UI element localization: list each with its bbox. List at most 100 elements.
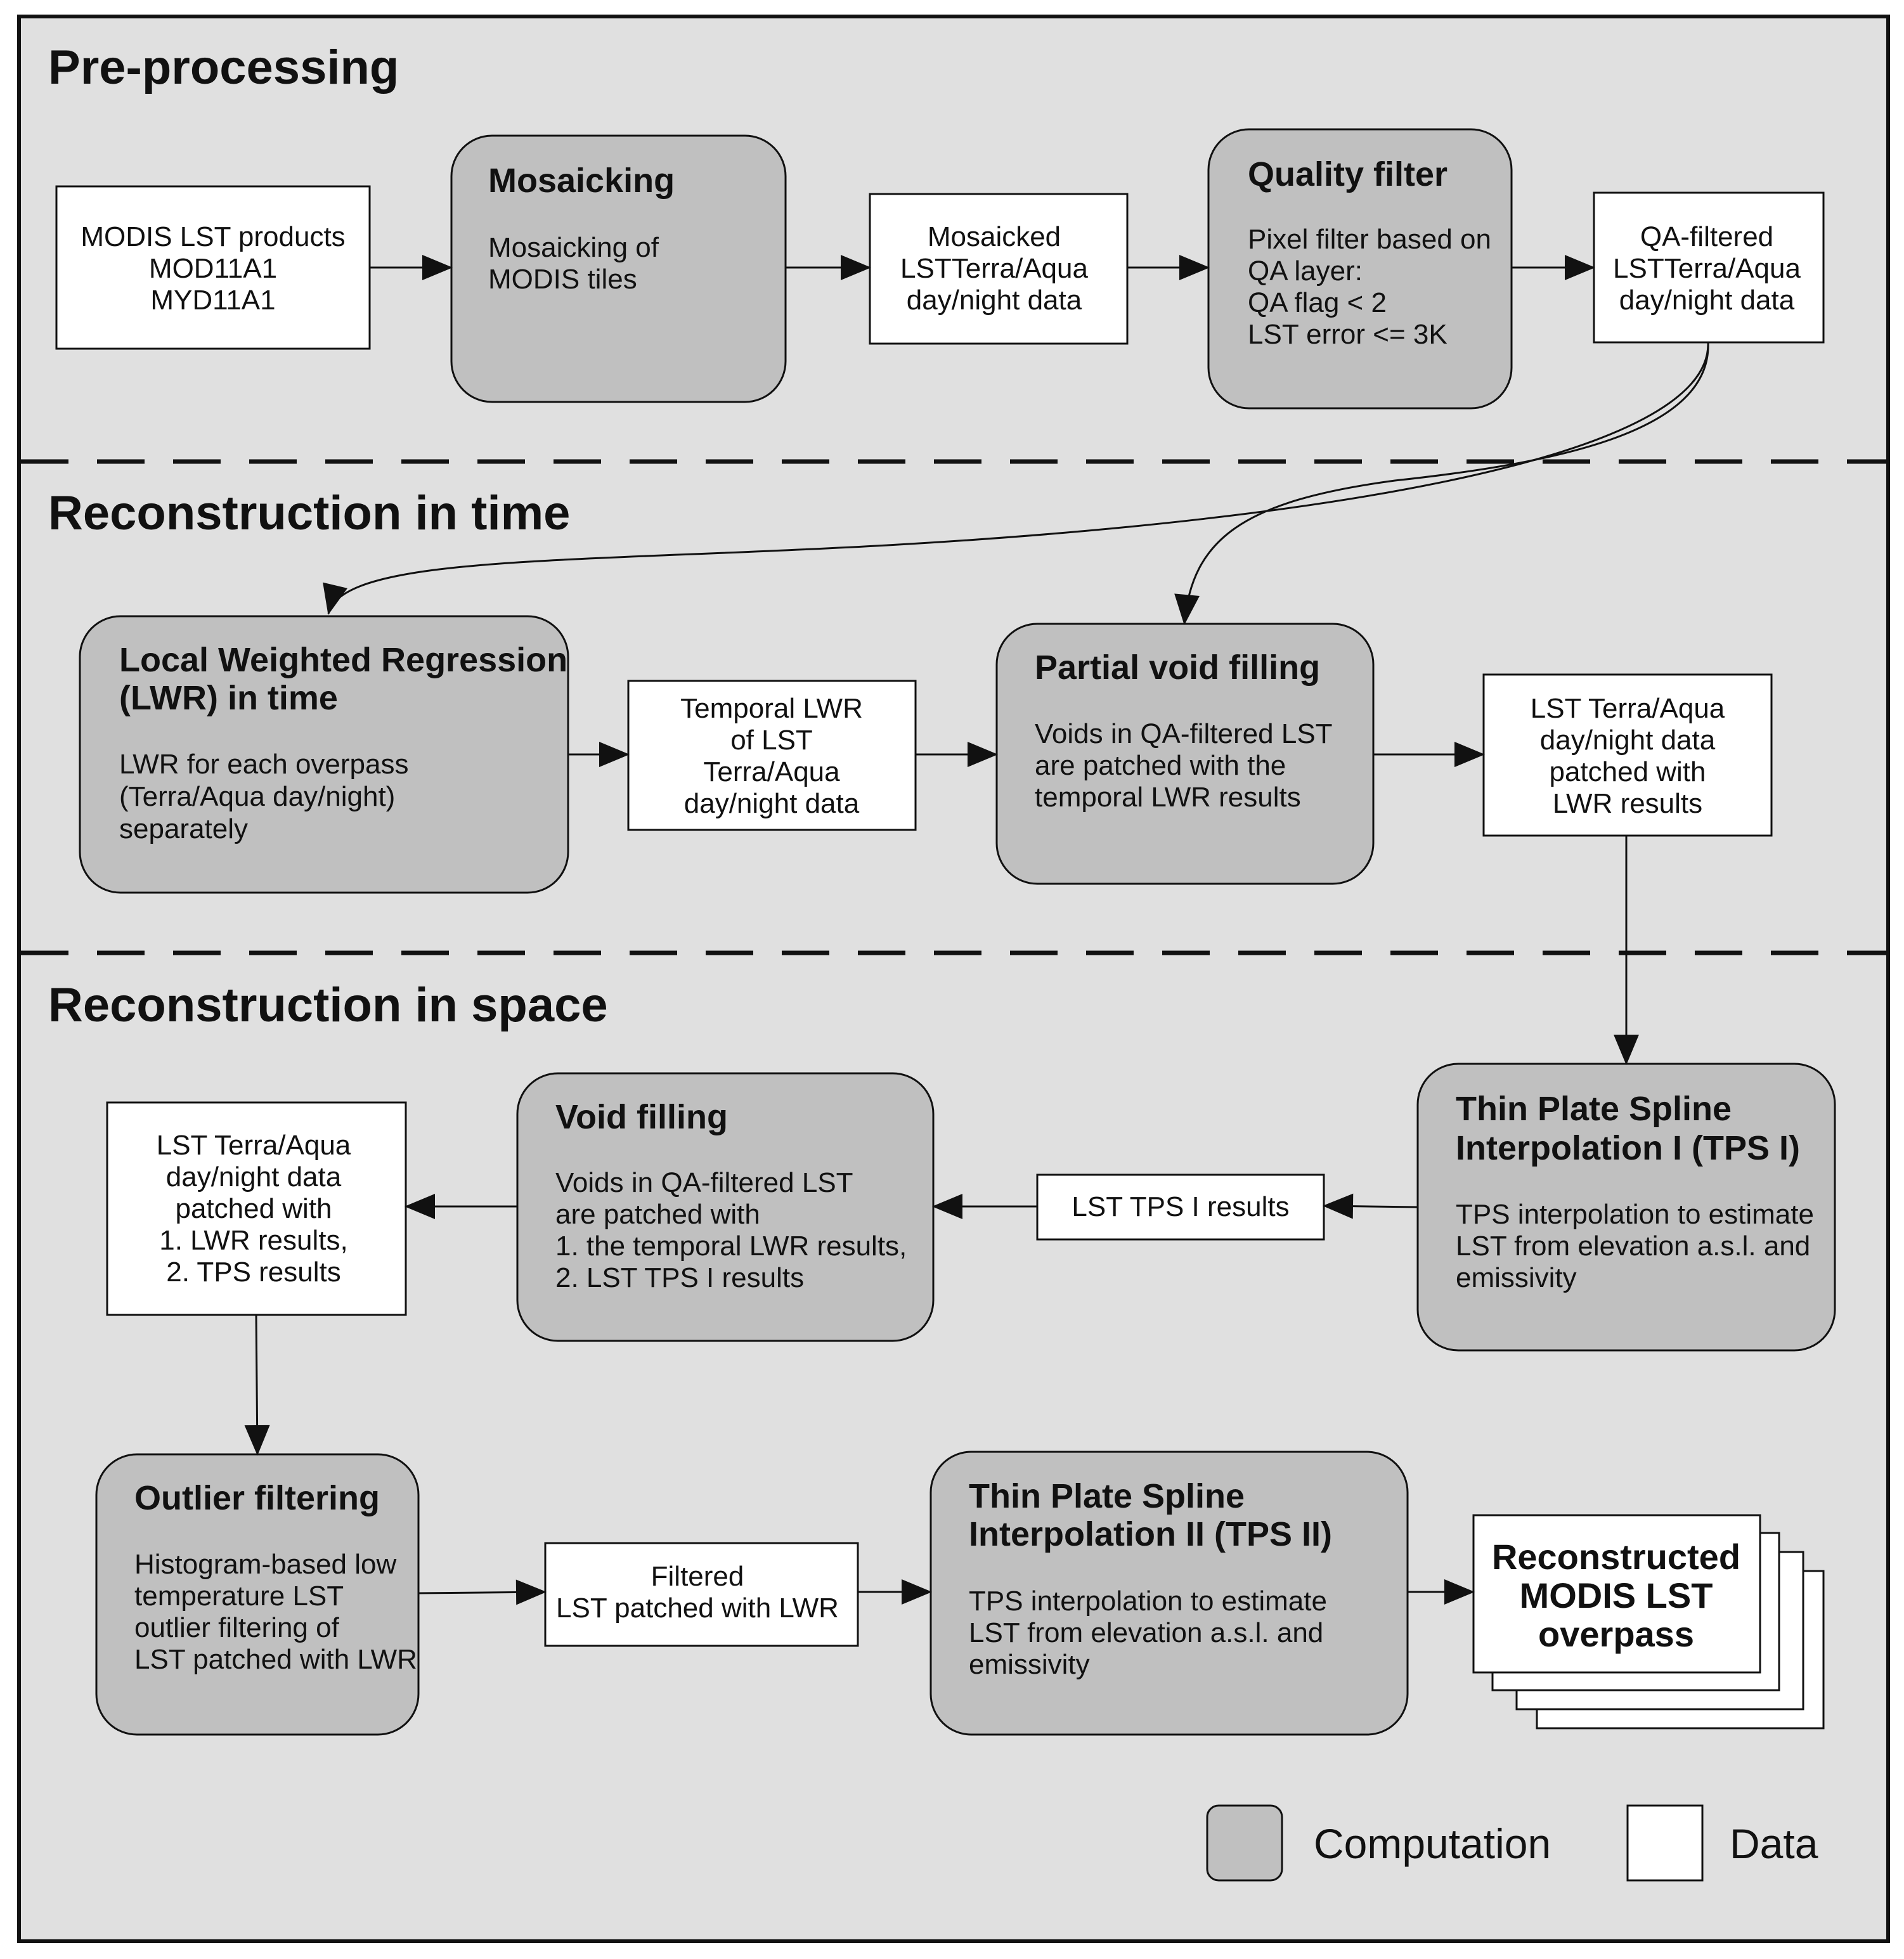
data-label-line: day/night data [684,788,860,819]
node-body-line: temperature LST [134,1581,344,1612]
node-body-line: are patched with the [1035,750,1286,781]
section-title-time: Reconstruction in time [48,486,570,540]
data-label-line: day/night data [1619,285,1795,316]
data-label-line: Mosaicked [928,221,1061,252]
legend-computation-label: Computation [1314,1820,1551,1867]
node-body-line: (Terra/Aqua day/night) [119,781,395,812]
data-label-line: Filtered [651,1561,744,1592]
node-title-line: Thin Plate Spline [969,1477,1245,1515]
node-body-line: separately [119,813,248,844]
node-body-line: outlier filtering of [134,1612,340,1643]
arrow-patchedboth-to-outlier [244,1314,270,1456]
legend-data-swatch [1626,1804,1704,1882]
data-label-line: MODIS LST products [81,221,345,252]
node-body-line: LST from elevation a.s.l. and [969,1617,1323,1648]
node-title-line: Thin Plate Spline [1456,1090,1732,1128]
data-label-line: of LST [730,725,813,756]
data-label-line: Reconstructed [1492,1537,1740,1577]
data-label-line: 2. TPS results [166,1257,341,1288]
computation-node-lwr: Local Weighted Regression(LWR) in timeLW… [79,615,569,894]
arrow-outlier-to-filtered [418,1579,547,1605]
node-body-line: temporal LWR results [1035,782,1301,813]
legend-data-label: Data [1730,1820,1818,1867]
data-node-tps1-results: LST TPS I results [1036,1173,1325,1241]
node-body-line: MODIS tiles [488,264,637,295]
data-label-line: overpass [1538,1614,1694,1654]
section-title-preprocessing: Pre-processing [48,41,399,94]
node-body-line: emissivity [969,1649,1090,1680]
data-label-line: day/night data [1540,725,1716,756]
data-label-line: MODIS LST [1520,1575,1713,1615]
data-label-line: MOD11A1 [149,253,277,284]
data-label-line: LST Terra/Aqua [1531,693,1725,724]
data-label-line: Temporal LWR [680,693,863,724]
data-label-line: QA-filtered [1640,221,1773,252]
node-body-line: TPS interpolation to estimate [969,1586,1327,1617]
data-label-line: day/night data [166,1161,342,1193]
data-box [869,193,1129,345]
arrow-qafiltered-to-partialvoid [1174,342,1709,625]
data-label-line: LST Terra/Aqua [157,1130,351,1161]
node-title-line: Partial void filling [1035,649,1320,687]
section-title-space: Reconstruction in space [48,978,608,1032]
node-body-line: LST from elevation a.s.l. and [1456,1231,1810,1262]
node-body-line: TPS interpolation to estimate [1456,1199,1814,1230]
node-body-line: LWR for each overpass [119,749,408,780]
node-body-line: emissivity [1456,1262,1577,1293]
node-title-line: Mosaicking [488,162,675,200]
data-box [1472,1514,1761,1674]
data-label-line: Terra/Aqua [703,756,840,787]
node-title-line: Void filling [555,1098,728,1136]
legend-computation-swatch [1206,1804,1283,1882]
node-title-line: Outlier filtering [134,1479,380,1517]
data-label-line: patched with [1549,756,1706,787]
arrow-qafiltered-to-lwr [323,342,1709,615]
data-label-line: patched with [175,1193,332,1224]
node-body-line: 1. the temporal LWR results, [555,1231,907,1262]
node-title-line: Quality filter [1248,155,1447,193]
node-body-line: QA layer: [1248,255,1363,287]
node-body-line: Mosaicking of [488,232,659,263]
data-box [627,680,917,831]
node-body-line: are patched with [555,1199,760,1230]
data-label-line: 1. LWR results, [159,1225,347,1256]
node-body-line: LST error <= 3K [1248,319,1447,350]
data-label-line: LWR results [1553,788,1702,819]
data-label-line: LST TPS I results [1072,1191,1289,1222]
node-body-line: Histogram-based low [134,1549,396,1580]
node-body-line: LST patched with LWR [134,1644,417,1675]
node-body-line: 2. LST TPS I results [555,1262,804,1293]
data-label-line: LST patched with LWR [556,1593,839,1624]
data-label-line: MYD11A1 [150,285,275,316]
data-box [106,1101,407,1316]
node-title-line: Local Weighted Regression [119,641,567,679]
data-box [1482,673,1773,837]
node-title-line: Interpolation I (TPS I) [1456,1129,1800,1167]
data-label-line: LSTTerra/Aqua [1613,253,1801,284]
data-label-line: LSTTerra/Aqua [900,253,1088,284]
data-label-line: day/night data [907,285,1082,316]
node-body-line: Voids in QA-filtered LST [555,1167,853,1198]
node-body-line: QA flag < 2 [1248,287,1387,318]
arrow-tps1-to-tps1results [1323,1193,1418,1219]
node-title-line: (LWR) in time [119,679,338,717]
node-body-line: Pixel filter based on [1248,224,1491,255]
node-title-line: Interpolation II (TPS II) [969,1515,1332,1553]
data-box [1593,191,1825,344]
